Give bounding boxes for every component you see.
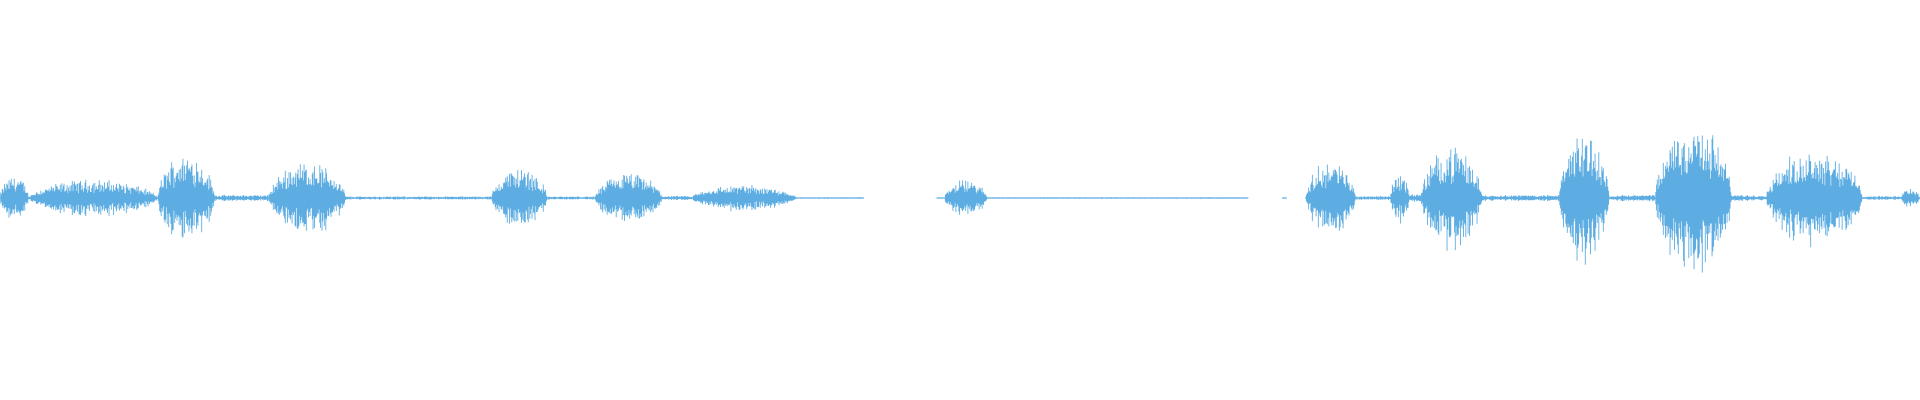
- waveform-path: [0, 135, 1920, 273]
